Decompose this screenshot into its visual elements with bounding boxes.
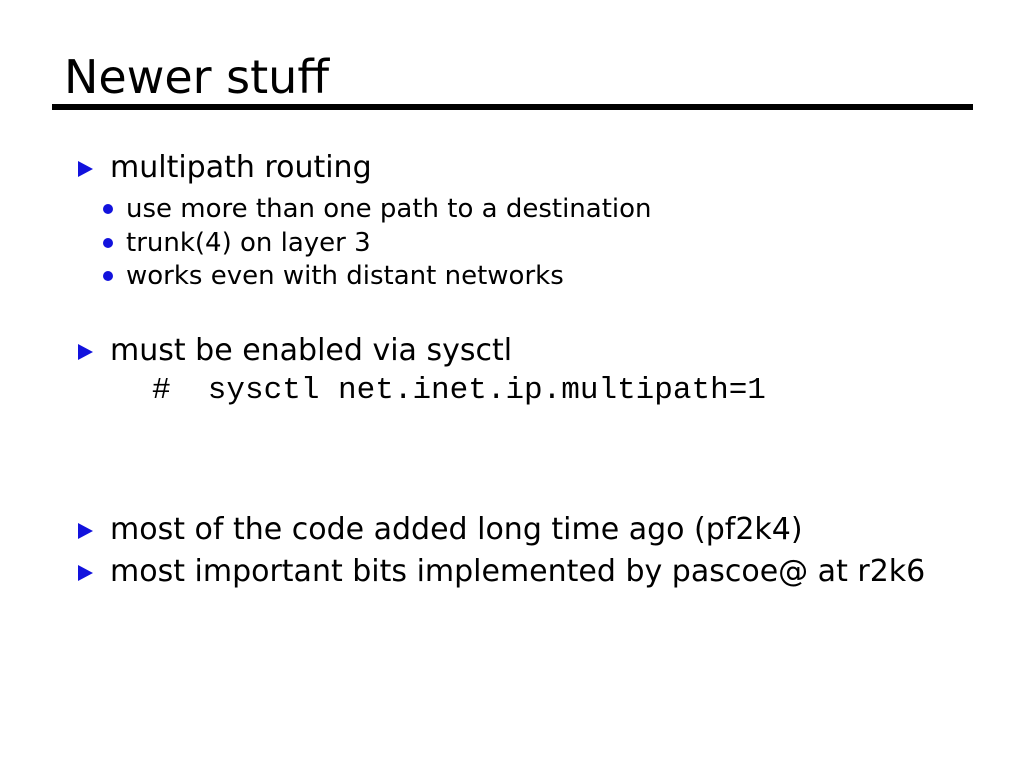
bullet-label: must be enabled via sysctl bbox=[110, 333, 513, 368]
bullet-label: most of the code added long time ago (pf… bbox=[110, 512, 803, 547]
sub-bullet-item: trunk(4) on layer 3 bbox=[103, 226, 371, 260]
sub-bullet-item: works even with distant networks bbox=[103, 259, 564, 293]
triangle-bullet-icon bbox=[78, 523, 93, 539]
triangle-bullet-icon bbox=[78, 161, 93, 177]
dot-bullet-icon bbox=[103, 238, 113, 248]
sub-bullet-label: trunk(4) on layer 3 bbox=[126, 228, 371, 258]
sub-bullet-label: use more than one path to a destination bbox=[126, 194, 652, 224]
bullet-label: most important bits implemented by pasco… bbox=[110, 554, 926, 589]
triangle-bullet-icon bbox=[78, 565, 93, 581]
sub-bullet-label: works even with distant networks bbox=[126, 261, 564, 291]
title-underline bbox=[52, 104, 973, 110]
bullet-item: multipath routing bbox=[78, 150, 372, 186]
bullet-item: must be enabled via sysctl bbox=[78, 333, 512, 369]
bullet-item: most important bits implemented by pasco… bbox=[78, 554, 940, 590]
triangle-bullet-icon bbox=[78, 344, 93, 360]
page-title: Newer stuff bbox=[64, 50, 330, 104]
bullet-label: multipath routing bbox=[110, 150, 372, 185]
dot-bullet-icon bbox=[103, 204, 113, 214]
sub-bullet-item: use more than one path to a destination bbox=[103, 192, 652, 226]
dot-bullet-icon bbox=[103, 271, 113, 281]
sysctl-command-code: # sysctl net.inet.ip.multipath=1 bbox=[152, 373, 766, 408]
bullet-item: most of the code added long time ago (pf… bbox=[78, 512, 803, 548]
